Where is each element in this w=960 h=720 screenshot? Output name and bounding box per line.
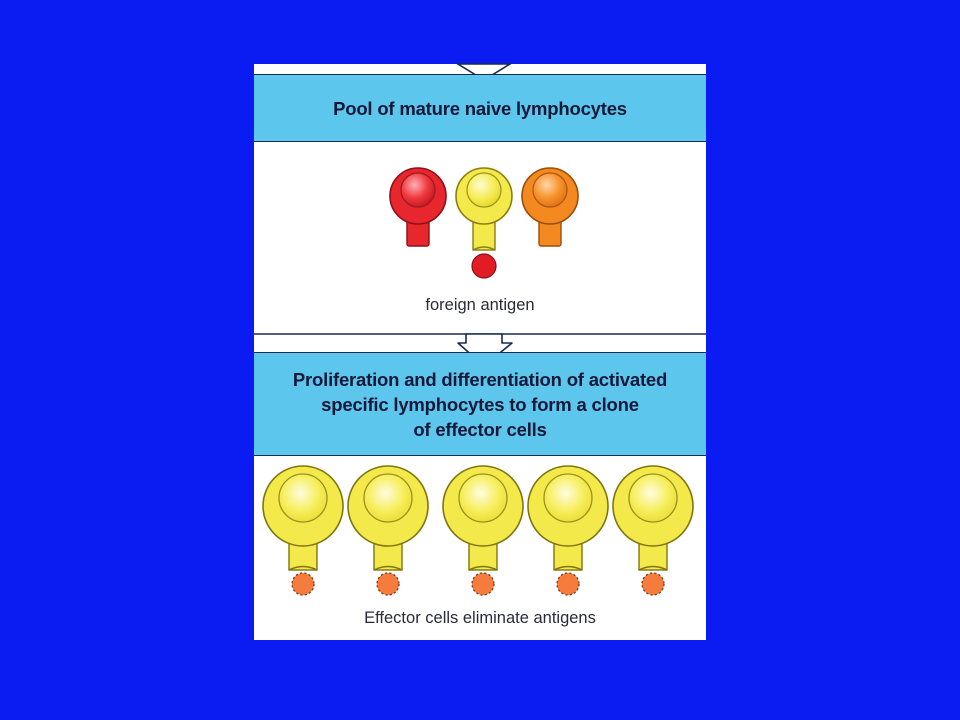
foreign-antigen-label: foreign antigen	[425, 296, 535, 314]
effector-cell-3	[442, 465, 524, 596]
proliferation-band: Proliferation and differentiation of act…	[254, 352, 706, 456]
effector-caption: Effector cells eliminate antigens	[364, 609, 596, 627]
effector-cell-4	[527, 465, 609, 596]
pool-title: Pool of mature naive lymphocytes	[333, 97, 627, 119]
diagram-artwork	[254, 63, 706, 596]
effector-cell-2	[347, 465, 429, 596]
pool-title-band: Pool of mature naive lymphocytes	[254, 74, 706, 142]
naive-cell-yellow	[455, 167, 513, 251]
foreign-antigen-icon	[471, 253, 497, 279]
proliferation-text: Proliferation and differentiation of act…	[293, 367, 667, 442]
proliferation-line-3: of effector cells	[413, 418, 547, 440]
naive-cell-red	[389, 167, 447, 247]
flow-arrow-top	[455, 63, 513, 81]
proliferation-line-2: specific lymphocytes to form a clone	[321, 393, 639, 415]
flow-arrow-middle	[254, 333, 706, 367]
proliferation-line-1: Proliferation and differentiation of act…	[292, 368, 668, 390]
effector-cell-5	[612, 465, 694, 596]
diagram-panel: Pool of mature naive lymphocytes foreign…	[254, 63, 706, 640]
naive-cell-orange	[521, 167, 579, 247]
effector-cell-1	[262, 465, 344, 596]
